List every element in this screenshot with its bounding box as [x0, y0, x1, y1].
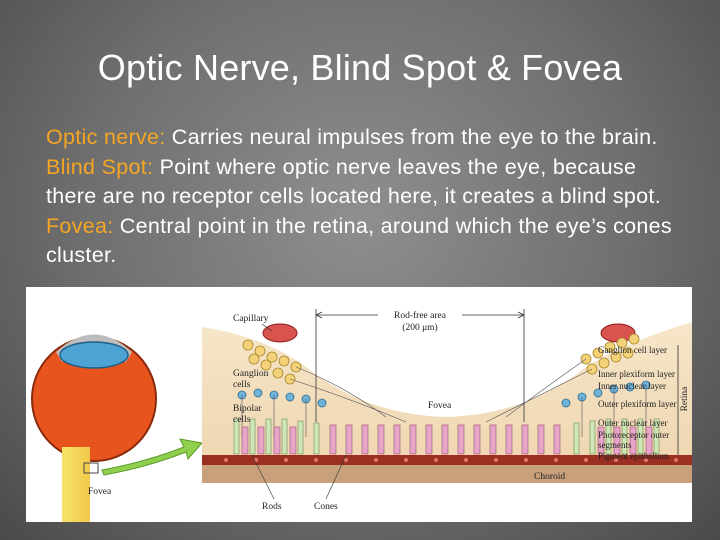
arrow-icon	[101, 438, 203, 476]
label-choroid: Choroid	[534, 472, 565, 482]
definition-fovea: Central point in the retina, around whic…	[46, 213, 672, 268]
ganglion-cells-left	[242, 339, 302, 385]
retina-cross-section: Rod-free area (200 μm) Capillary Ganglio…	[202, 309, 692, 512]
retina-figure: Fovea	[26, 287, 692, 522]
label-ganglion-2: cells	[233, 380, 251, 390]
label-cones: Cones	[314, 502, 338, 512]
fovea-marker	[83, 462, 99, 474]
retina-tissue	[202, 322, 692, 457]
iris	[59, 341, 129, 369]
label-capillary: Capillary	[233, 314, 269, 324]
slide-title: Optic Nerve, Blind Spot & Fovea	[97, 47, 623, 88]
layer-labels: Ganglion cell layer Inner plexiform laye…	[598, 345, 676, 461]
term-blind-spot: Blind Spot:	[46, 154, 154, 179]
label-bipolar-1: Bipolar	[233, 404, 262, 414]
rod-free-label-bg	[378, 309, 462, 333]
term-fovea: Fovea:	[46, 213, 114, 238]
pigment-epithelium	[202, 455, 692, 465]
leader-rods	[251, 454, 275, 500]
capillary-left	[262, 323, 298, 343]
label-layer-inner-nuclear: Inner nuclear layer	[598, 381, 666, 391]
label-layer-pigment: Pigment epithelium	[598, 451, 669, 461]
label-rods: Rods	[262, 502, 282, 512]
photoreceptors	[233, 418, 660, 455]
label-layer-photoreceptor: Photoreceptor outer	[598, 430, 669, 440]
label-bipolar-2: cells	[233, 415, 251, 425]
label-fovea-center: Fovea	[428, 401, 452, 411]
leader-capillary	[261, 323, 273, 332]
body-paragraph: Optic nerve: Carries neural impulses fro…	[46, 123, 686, 271]
label-rod-free-area: Rod-free area	[394, 310, 447, 321]
retina-diagram: Fovea	[31, 309, 692, 522]
label-layer-outer-plexiform: Outer plexiform layer	[598, 399, 676, 409]
definition-blind-spot: Point where optic nerve leaves the eye, …	[46, 154, 661, 209]
leader-cones	[325, 454, 347, 500]
term-optic-nerve: Optic nerve:	[46, 125, 166, 149]
optic-nerve	[62, 447, 90, 522]
choroid-dots	[224, 458, 678, 462]
cones	[241, 424, 653, 455]
definition-optic-nerve: Carries neural impulses from the eye to …	[165, 125, 658, 149]
label-fovea-eye: Fovea	[88, 487, 112, 497]
rods	[233, 418, 660, 455]
eyeball-illustration: Fovea	[31, 334, 157, 522]
label-layer-segments: segments	[598, 440, 632, 450]
label-ganglion-1: Ganglion	[233, 369, 269, 379]
label-rod-free-width: (200 μm)	[402, 322, 437, 333]
choroid-band	[202, 465, 692, 483]
label-layer-outer-nuclear: Outer nuclear layer	[598, 418, 667, 428]
label-layer-inner-plexiform: Inner plexiform layer	[598, 369, 675, 379]
label-retina: Retina	[680, 386, 690, 412]
label-layer-ganglion: Ganglion cell layer	[598, 345, 667, 355]
ganglion-cells-right	[580, 333, 640, 375]
